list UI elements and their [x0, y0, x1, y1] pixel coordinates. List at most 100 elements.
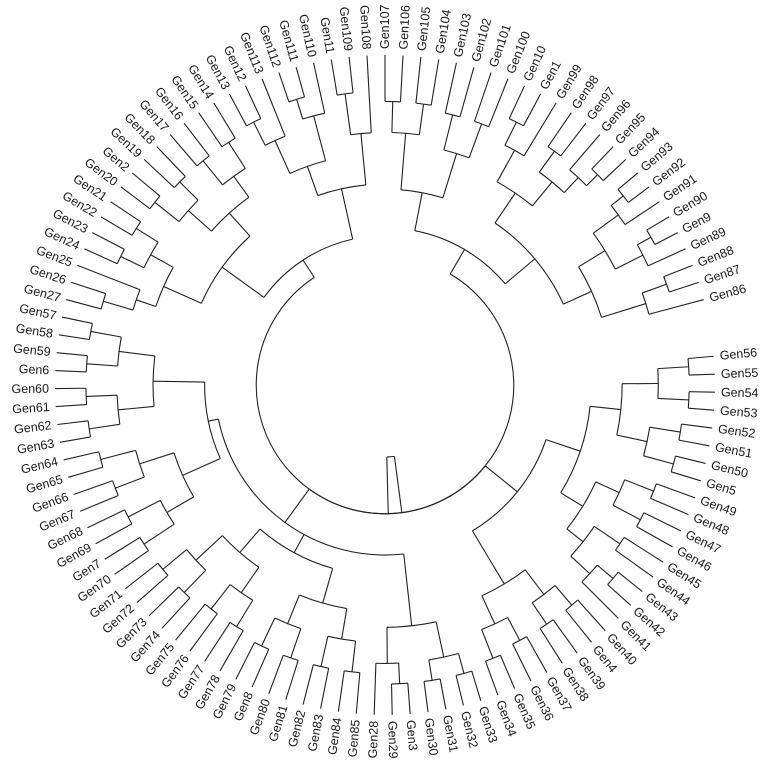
- branch-radial: [654, 232, 678, 246]
- leaf-label: Gen106: [396, 5, 412, 50]
- branch-radial: [650, 497, 689, 516]
- branch-radial: [228, 142, 246, 169]
- branch-radial: [68, 466, 104, 478]
- branch-radial: [581, 581, 619, 619]
- branch-radial: [239, 528, 261, 553]
- branch-radial: [284, 488, 310, 523]
- branch-arc: [204, 382, 221, 459]
- branch-radial: [221, 266, 265, 298]
- branch-radial: [430, 59, 440, 106]
- branch-radial: [115, 476, 145, 489]
- branch-radial: [114, 550, 149, 575]
- branch-radial: [607, 584, 632, 606]
- leaf-label: Gen61: [12, 400, 50, 416]
- leaf-label: Gen108: [357, 5, 373, 50]
- branch-radial: [615, 549, 654, 578]
- leaf-label: Gen84: [325, 717, 344, 756]
- branch-radial: [539, 628, 563, 664]
- branch-radial: [287, 594, 300, 624]
- branch-radial: [484, 465, 518, 493]
- leaf-label: Gen31: [440, 714, 461, 754]
- branch-radial: [290, 628, 302, 659]
- branch-radial: [507, 617, 521, 641]
- branch-radial: [459, 67, 475, 118]
- branch-radial: [110, 201, 141, 223]
- branch-radial: [175, 603, 206, 641]
- branch-radial: [340, 188, 354, 240]
- branch-radial: [274, 140, 291, 174]
- branch-arc: [221, 137, 236, 148]
- branch-arc: [85, 355, 88, 372]
- branch-radial: [617, 571, 643, 592]
- branch-radial: [678, 439, 710, 447]
- branch-radial: [586, 174, 598, 186]
- leaf-label: Gen64: [20, 454, 60, 476]
- branch-radial: [648, 299, 704, 315]
- branch-radial: [139, 452, 175, 465]
- branch-arc: [636, 244, 649, 267]
- branch-radial: [355, 672, 361, 714]
- branch-radial: [442, 153, 458, 199]
- leaf-label: Gen51: [714, 440, 754, 461]
- branch-radial: [131, 172, 161, 197]
- branch-radial: [366, 55, 372, 133]
- branch-radial: [612, 504, 641, 521]
- branch-radial: [84, 248, 118, 265]
- leaf-label: Gen32: [458, 710, 481, 750]
- branch-radial: [508, 85, 525, 119]
- branch-arc: [308, 465, 486, 515]
- branch-arc: [131, 221, 142, 236]
- branch-arc: [229, 584, 254, 601]
- branch-arc: [570, 526, 595, 557]
- branch-radial: [104, 536, 141, 560]
- branch-arc: [259, 528, 333, 569]
- leaf-label: Gen52: [717, 422, 756, 441]
- branch-arc: [143, 241, 159, 268]
- branch-radial: [302, 259, 315, 278]
- leaf-label: Gen60: [11, 382, 49, 396]
- branch-radial: [86, 363, 118, 367]
- branch-radial: [386, 456, 389, 514]
- branch-radial: [642, 283, 667, 294]
- leaf-label: Gen28: [366, 721, 381, 759]
- branch-radial: [657, 366, 689, 370]
- branch-radial: [187, 210, 212, 232]
- branch-radial: [649, 426, 681, 433]
- branch-radial: [228, 93, 247, 127]
- branch-arc: [196, 155, 210, 167]
- branch-radial: [656, 483, 696, 499]
- leaf-label: Gen58: [15, 321, 54, 341]
- branch-arc: [149, 195, 161, 209]
- branch-radial: [596, 564, 614, 579]
- leaf-label: Gen6: [18, 362, 49, 377]
- branch-radial: [183, 122, 210, 157]
- leaf-label: Gen54: [721, 385, 759, 400]
- branch-radial: [198, 112, 223, 148]
- branch-radial: [547, 112, 572, 148]
- branch-radial: [208, 418, 219, 422]
- branch-radial: [449, 249, 466, 275]
- branch-radial: [657, 397, 689, 401]
- branch-radial: [565, 609, 592, 643]
- leaf-label: Gen62: [13, 418, 52, 436]
- branch-radial: [610, 195, 624, 206]
- branch-arc: [455, 670, 472, 677]
- branch-radial: [86, 394, 118, 397]
- branch-radial: [439, 678, 447, 710]
- branch-radial: [161, 597, 191, 629]
- leaf-label: Gen27: [22, 282, 62, 305]
- branch-radial: [428, 659, 433, 681]
- branch-radial: [73, 480, 113, 495]
- branch-radial: [563, 177, 579, 193]
- branch-radial: [79, 494, 119, 512]
- branch-radial: [499, 655, 516, 689]
- branch-radial: [688, 407, 715, 411]
- branch-radial: [637, 236, 652, 246]
- branch-arc: [391, 682, 408, 685]
- branch-radial: [468, 123, 483, 158]
- branch-radial: [601, 303, 646, 318]
- branch-arc: [139, 537, 149, 551]
- branch-radial: [487, 557, 505, 585]
- branch-arc: [274, 617, 301, 630]
